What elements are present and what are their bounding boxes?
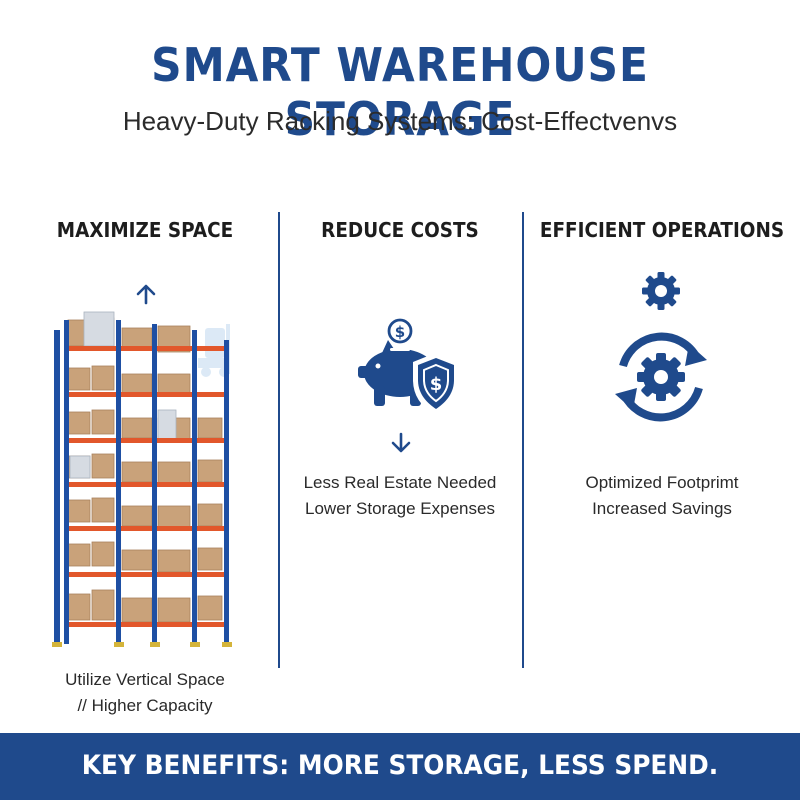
svg-text:$: $: [395, 323, 405, 341]
arrow-up-icon: [136, 284, 156, 305]
piggy-bank-shield-icon: $ $: [358, 318, 459, 416]
gear-icon: [642, 272, 680, 310]
arrow-down-icon: [391, 432, 411, 453]
efficient-operations-line-2: Increased Savings: [592, 499, 732, 518]
efficient-operations-line-1: Optimized Footprimt: [585, 473, 739, 492]
maximize-space-heading: MAXIMIZE SPACE: [56, 218, 234, 242]
gear-cycle-icon: [615, 332, 707, 422]
svg-text:$: $: [430, 374, 443, 395]
reduce-costs-line-1: Less Real Estate Needed: [303, 473, 497, 492]
reduce-costs-line-2: Lower Storage Expenses: [305, 499, 495, 518]
warehouse-rack-illustration: [52, 311, 232, 647]
maximize-space-line-1: Utilize Vertical Space: [65, 670, 225, 689]
footer-text: KEY BENEFITS: MORE STORAGE, LESS SPEND.: [81, 750, 719, 781]
footer-banner: [0, 733, 800, 800]
page-title: SMART WAREHOUSE STORAGE: [151, 38, 649, 146]
column-divider-left: [278, 212, 280, 668]
page-subtitle: Heavy-Duty Racking Systems: Cost-Effectv…: [122, 106, 678, 136]
maximize-space-line-2: // Higher Capacity: [77, 696, 213, 715]
column-divider-right: [522, 212, 524, 668]
efficient-operations-heading: EFFICIENT OPERATIONS: [539, 218, 785, 242]
reduce-costs-heading: REDUCE COSTS: [321, 218, 479, 242]
